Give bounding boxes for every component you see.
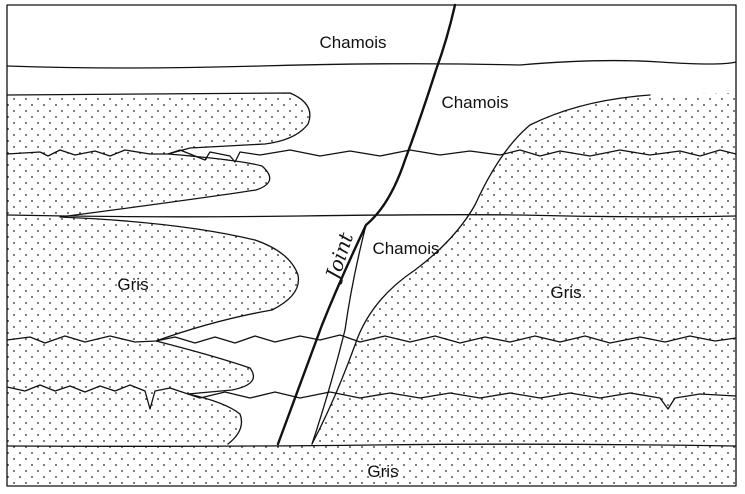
chamois-top-contact: [7, 61, 736, 68]
label-gris-bottom: Gris: [367, 462, 398, 481]
gris-stipple-fill: [7, 93, 736, 486]
gris-left-mass: [7, 93, 310, 446]
label-joint: Joint: [319, 229, 358, 286]
label-chamois-center: Chamois: [372, 239, 439, 258]
label-gris-left: Gris: [117, 275, 148, 294]
label-gris-right: Gris: [550, 283, 581, 302]
gris-right-mass: [312, 93, 736, 446]
label-chamois-top: Chamois: [319, 33, 386, 52]
label-chamois-mid: Chamois: [441, 93, 508, 112]
